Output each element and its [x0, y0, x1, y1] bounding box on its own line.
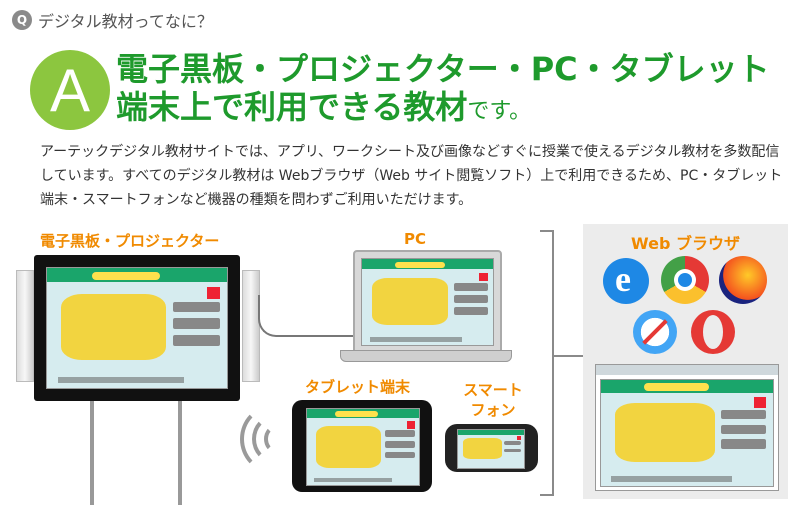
- description-text: アーテックデジタル教材サイトでは、アプリ、ワークシート及び画像などすぐに授業で使…: [40, 144, 783, 208]
- headline-line-2-main: 端末上で利用できる教材: [116, 88, 468, 126]
- laptop-base: [340, 350, 512, 362]
- headline-line-1: 電子黒板・プロジェクター・PC・タブレット: [116, 50, 770, 88]
- chrome-icon: [661, 256, 709, 304]
- browser-panel-title: Web ブラウザ: [631, 234, 740, 253]
- firefox-icon: [719, 256, 767, 304]
- board-screen: [46, 267, 228, 389]
- laptop-screen: [361, 258, 494, 346]
- label-smartphone: スマート フォン: [458, 380, 528, 420]
- answer-badge: A: [30, 50, 110, 130]
- label-smartphone-line2: フォン: [470, 401, 516, 419]
- board-stand-left: [90, 395, 94, 505]
- browser-window-image: [595, 364, 779, 491]
- question-text: デジタル教材ってなに？: [38, 12, 213, 31]
- safari-icon: [633, 310, 677, 354]
- label-pc: PC: [404, 230, 427, 248]
- wireless-wave-inner: [264, 425, 288, 453]
- board-speaker-right: [242, 270, 260, 382]
- headline-line-2-suffix: です。: [467, 99, 532, 124]
- laptop-image: [353, 250, 502, 354]
- headline-line-2: 端末上で利用できる教材です。: [116, 88, 796, 131]
- question-badge: Q: [12, 10, 32, 30]
- label-tablet: タブレット端末: [305, 378, 411, 396]
- answer-headline: 電子黒板・プロジェクター・PC・タブレット 端末上で利用できる教材です。: [116, 50, 796, 131]
- electronic-board-image: [34, 255, 240, 401]
- web-browser-panel: Web ブラウザ e: [583, 224, 788, 499]
- board-speaker-left: [16, 270, 34, 382]
- ie-icon: e: [603, 258, 649, 304]
- opera-icon: [691, 310, 735, 354]
- cable-board-to-pc: [258, 295, 355, 337]
- bracket-connector: [553, 355, 583, 357]
- wireless-wave-middle: [252, 415, 296, 463]
- question-row: Q デジタル教材ってなに？: [12, 8, 213, 32]
- tablet-image: [292, 400, 432, 492]
- label-electronic-board: 電子黒板・プロジェクター: [40, 232, 220, 250]
- browser-window-screen: [600, 379, 774, 487]
- devices-bracket: [540, 230, 554, 496]
- label-smartphone-line1: スマート: [463, 381, 523, 399]
- smartphone-image: [445, 424, 538, 472]
- board-stand-right: [178, 395, 182, 505]
- smartphone-screen: [457, 429, 525, 469]
- wireless-wave-outer: [240, 405, 304, 473]
- tablet-screen: [306, 408, 420, 486]
